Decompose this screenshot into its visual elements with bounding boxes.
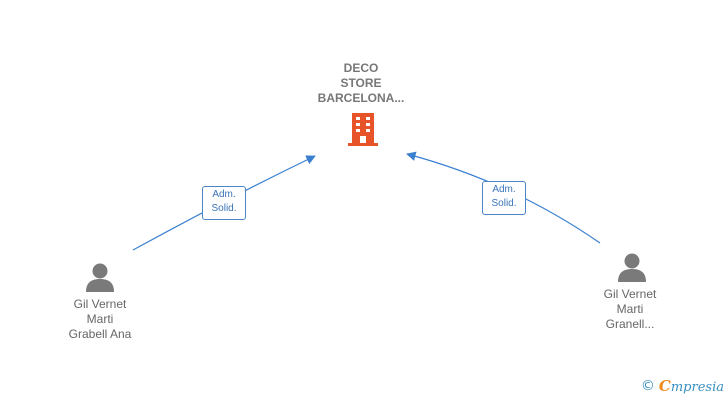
person-icon[interactable] [616,252,648,282]
role-label[interactable]: Adm. Solid. [482,181,526,215]
person-icon[interactable] [84,262,116,292]
role-label-line: Solid. [211,203,237,214]
company-name-line: DECO [343,61,379,75]
role-label-line: Adm. [212,189,236,200]
role-label-line: Adm. [492,184,516,195]
person-name-line: Gil Vernet [603,287,657,301]
brand-initial: C [658,377,671,395]
company-name-line: BARCELONA... [317,91,405,105]
company-name-line: STORE [340,76,382,90]
person-name[interactable]: Gil Vernet Marti Granell... [580,287,680,332]
person-name[interactable]: Gil Vernet Marti Grabell Ana [48,297,152,342]
person-name-line: Marti [616,302,644,316]
role-label-line: Solid. [491,198,517,209]
brand-rest: mpresia [670,380,724,395]
person-name-line: Gil Vernet [73,297,127,311]
building-icon[interactable] [346,111,380,147]
person-name-line: Marti [86,312,114,326]
role-label[interactable]: Adm. Solid. [202,186,246,220]
copyright-icon: © [640,378,655,394]
brand-watermark[interactable]: © Cmpresia [641,376,724,396]
company-name[interactable]: DECO STORE BARCELONA... [300,61,422,106]
person-name-line: Granell... [605,317,655,331]
person-name-line: Grabell Ana [68,327,132,341]
brand-logo: Cmpresia [659,377,724,395]
